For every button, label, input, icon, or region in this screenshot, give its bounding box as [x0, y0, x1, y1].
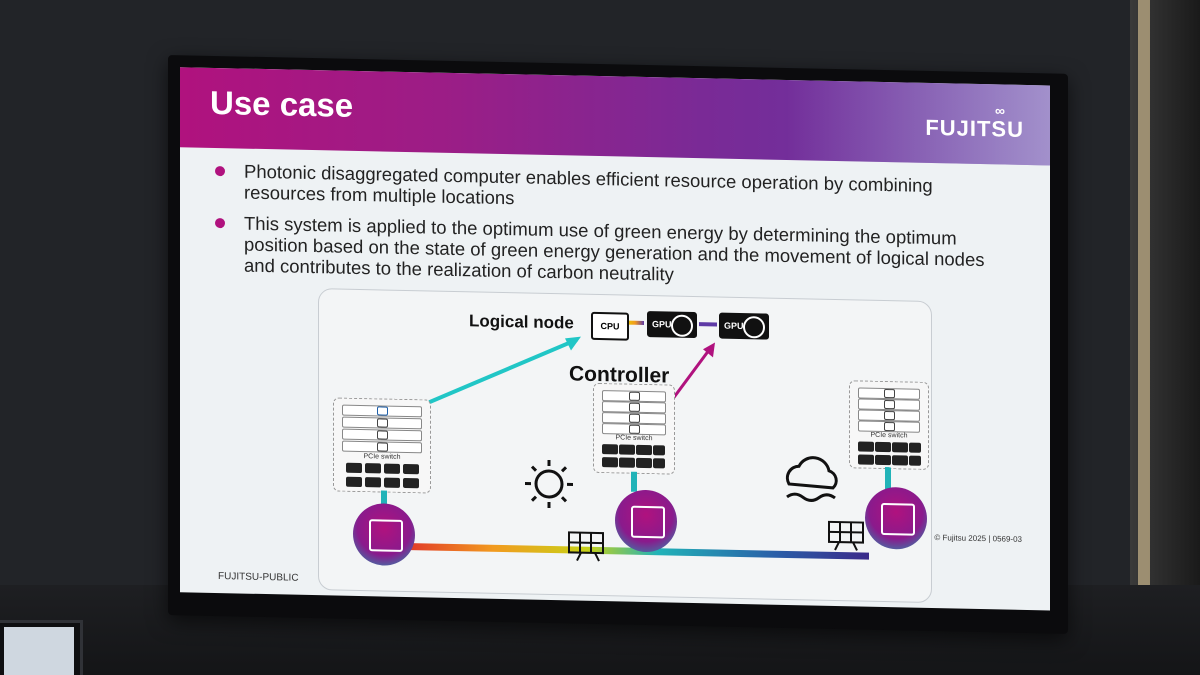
cloud-icon	[785, 456, 838, 502]
rack-link	[885, 467, 891, 490]
fujitsu-logo: ∞ FUJITSU	[925, 102, 1024, 143]
rack-link	[631, 471, 637, 492]
server-rack: PCIe switch	[593, 382, 675, 475]
logical-node-label: Logical node	[469, 311, 574, 333]
pcie-switch-label: PCIe switch	[363, 453, 401, 461]
fan-icon	[743, 316, 765, 339]
fan-icon	[671, 314, 693, 337]
foreground-monitor	[0, 620, 83, 675]
solar-panel-icon	[828, 520, 864, 551]
wall-edge	[1138, 0, 1150, 675]
server-rack: PCIe switch	[849, 380, 929, 470]
datacenter-node-icon	[615, 489, 677, 553]
pcie-switch-label: PCIe switch	[870, 431, 908, 440]
copyright-text: © Fujitsu 2025 | 0569-03	[934, 533, 1022, 544]
gpu-label: GPU	[724, 320, 744, 332]
gpu-card-icon: GPU	[719, 312, 769, 340]
classification-footer: FUJITSU-PUBLIC	[218, 571, 299, 584]
datacenter-node-icon	[865, 486, 927, 550]
use-case-diagram: Logical node CPU GPU GPU Controller PCIe…	[318, 288, 932, 604]
slide-title: Use case	[210, 83, 354, 124]
gpu-label: GPU	[652, 319, 672, 330]
sun-icon	[525, 459, 573, 509]
optical-fiber-line	[399, 542, 869, 560]
logo-text: FUJITSU	[925, 114, 1024, 142]
diagram-connections	[399, 320, 869, 562]
bullet-text: This system is applied to the optimum us…	[244, 212, 985, 285]
bullet-dot-icon	[215, 165, 225, 177]
magenta-arrowhead-icon	[703, 342, 715, 358]
cpu-icon: CPU	[591, 311, 629, 341]
server-rack: PCIe switch	[333, 397, 431, 494]
infinity-icon: ∞	[995, 102, 1006, 119]
cyan-arrow	[403, 337, 578, 415]
presentation-slide: Use case ∞ FUJITSU Photonic disaggregate…	[180, 67, 1050, 611]
display-screen: Use case ∞ FUJITSU Photonic disaggregate…	[168, 55, 1068, 634]
solar-panel-icon	[568, 531, 604, 562]
pcie-switch-label: PCIe switch	[615, 434, 653, 443]
gpu-gpu-link	[699, 322, 717, 327]
cyan-arrowhead-icon	[565, 336, 581, 351]
bullet-item: Photonic disaggregated computer enables …	[215, 160, 1016, 208]
gpu-card-icon: GPU	[647, 311, 697, 339]
bullet-text: Photonic disaggregated computer enables …	[244, 160, 933, 209]
datacenter-node-icon	[353, 502, 415, 567]
bullet-dot-icon	[215, 217, 225, 229]
cpu-gpu-link	[626, 320, 644, 325]
